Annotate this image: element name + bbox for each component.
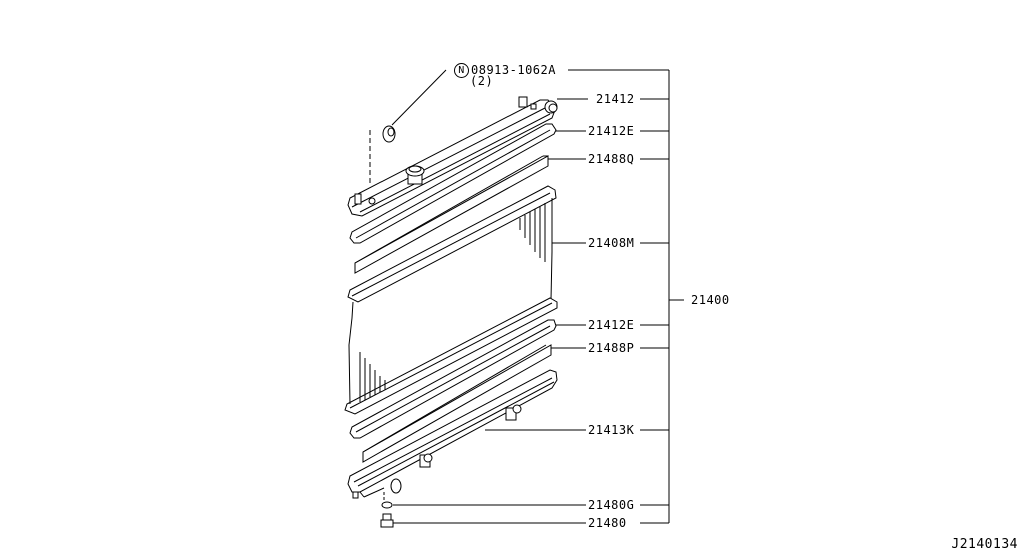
n-symbol-icon: N xyxy=(454,63,469,78)
lower-gasket-part xyxy=(349,319,557,439)
callout-lower-gasket: 21412E xyxy=(586,318,637,332)
upper-seal-part xyxy=(354,155,549,274)
callout-bolt-part: 08913-1062A xyxy=(471,63,556,77)
callout-lower-tank: 21413K xyxy=(586,423,637,437)
lower-seal-part xyxy=(362,344,552,463)
drain-plug-part xyxy=(380,513,394,528)
diagram-id: J2140134 xyxy=(951,537,1018,552)
callout-upper-seal: 21488Q xyxy=(586,152,637,166)
upper-tank-part xyxy=(347,96,558,217)
drain-washer-part xyxy=(381,501,393,509)
bolt-part xyxy=(382,125,396,143)
callout-drain-plug: 21480 xyxy=(586,516,629,530)
callout-core: 21408M xyxy=(586,236,637,250)
callout-drain-washer: 21480G xyxy=(586,498,637,512)
callout-assembly: 21400 xyxy=(689,293,732,307)
callout-upper-tank: 21412 xyxy=(594,92,637,106)
callout-lower-seal: 21488P xyxy=(586,341,637,355)
upper-gasket-part xyxy=(349,123,557,244)
callout-bolt-qty: (2) xyxy=(470,74,494,88)
callout-upper-gasket: 21412E xyxy=(586,124,637,138)
lower-tank-part xyxy=(347,369,558,499)
radiator-core-part xyxy=(344,185,558,415)
leader-lines xyxy=(369,69,588,524)
assembly-bracket xyxy=(568,69,684,524)
